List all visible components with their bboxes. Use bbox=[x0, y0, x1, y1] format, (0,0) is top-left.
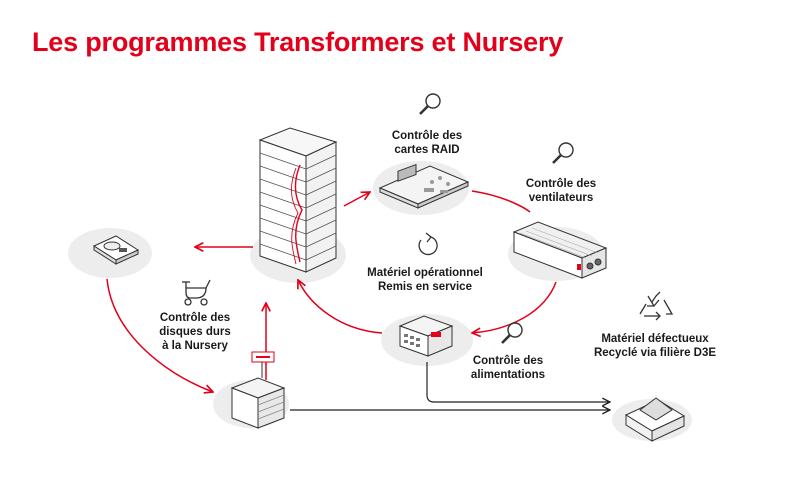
refresh-icon bbox=[418, 232, 438, 256]
label-raid-line2: cartes RAID bbox=[394, 144, 460, 156]
magnifier-icon bbox=[501, 322, 523, 344]
stroller-icon bbox=[182, 279, 211, 306]
arrow-psu-to-server bbox=[298, 280, 383, 334]
recycling-tray bbox=[624, 397, 686, 442]
label-defective: Matériel défectueux Recyclé via filière … bbox=[580, 332, 730, 360]
label-disks-line3: à la Nursery bbox=[162, 340, 228, 352]
hard-disk bbox=[92, 235, 140, 265]
raid-card bbox=[378, 163, 470, 209]
label-psu-line1: Contrôle des bbox=[472, 355, 544, 367]
server-rack bbox=[258, 127, 338, 273]
magnifier-icon bbox=[552, 142, 574, 164]
label-operational: Matériel opérationnel Remis en service bbox=[355, 266, 495, 294]
label-psu: Contrôle des alimentations bbox=[460, 354, 556, 382]
arrow-server-to-raid bbox=[343, 192, 370, 207]
label-defective-line1: Matériel défectueux bbox=[601, 333, 709, 345]
label-raid-line1: Contrôle des bbox=[391, 130, 463, 142]
magnifier-icon bbox=[419, 93, 441, 115]
recycle-arrows bbox=[290, 362, 610, 410]
label-fans-line1: Contrôle des bbox=[525, 178, 597, 190]
label-recycled: Recyclé via filière D3E bbox=[593, 347, 717, 359]
label-operational-line1: Matériel opérationnel bbox=[367, 267, 483, 279]
arrow-raid-to-fans bbox=[471, 190, 531, 213]
label-fans-line2: ventilateurs bbox=[528, 192, 594, 204]
page-title: Les programmes Transformers et Nursery bbox=[32, 27, 564, 57]
arrow-disk-to-nursery bbox=[106, 278, 213, 392]
fan-unit bbox=[512, 221, 608, 279]
recycle-icon bbox=[639, 291, 674, 321]
label-disks-line2: disques durs bbox=[159, 326, 231, 338]
arrow-psu-to-recycle bbox=[426, 362, 610, 402]
label-raid: Contrôle des cartes RAID bbox=[382, 129, 472, 157]
power-supply bbox=[398, 315, 454, 357]
label-disks-line1: Contrôle des bbox=[159, 312, 231, 324]
label-fans: Contrôle des ventilateurs bbox=[516, 177, 606, 205]
nursery-box bbox=[230, 351, 286, 429]
label-disks: Contrôle des disques durs à la Nursery bbox=[150, 311, 240, 353]
label-back-in-service: Remis en service bbox=[378, 281, 472, 293]
label-psu-line2: alimentations bbox=[470, 369, 546, 381]
cycle-arrows bbox=[106, 190, 557, 392]
arrow-fans-to-psu bbox=[472, 281, 557, 333]
